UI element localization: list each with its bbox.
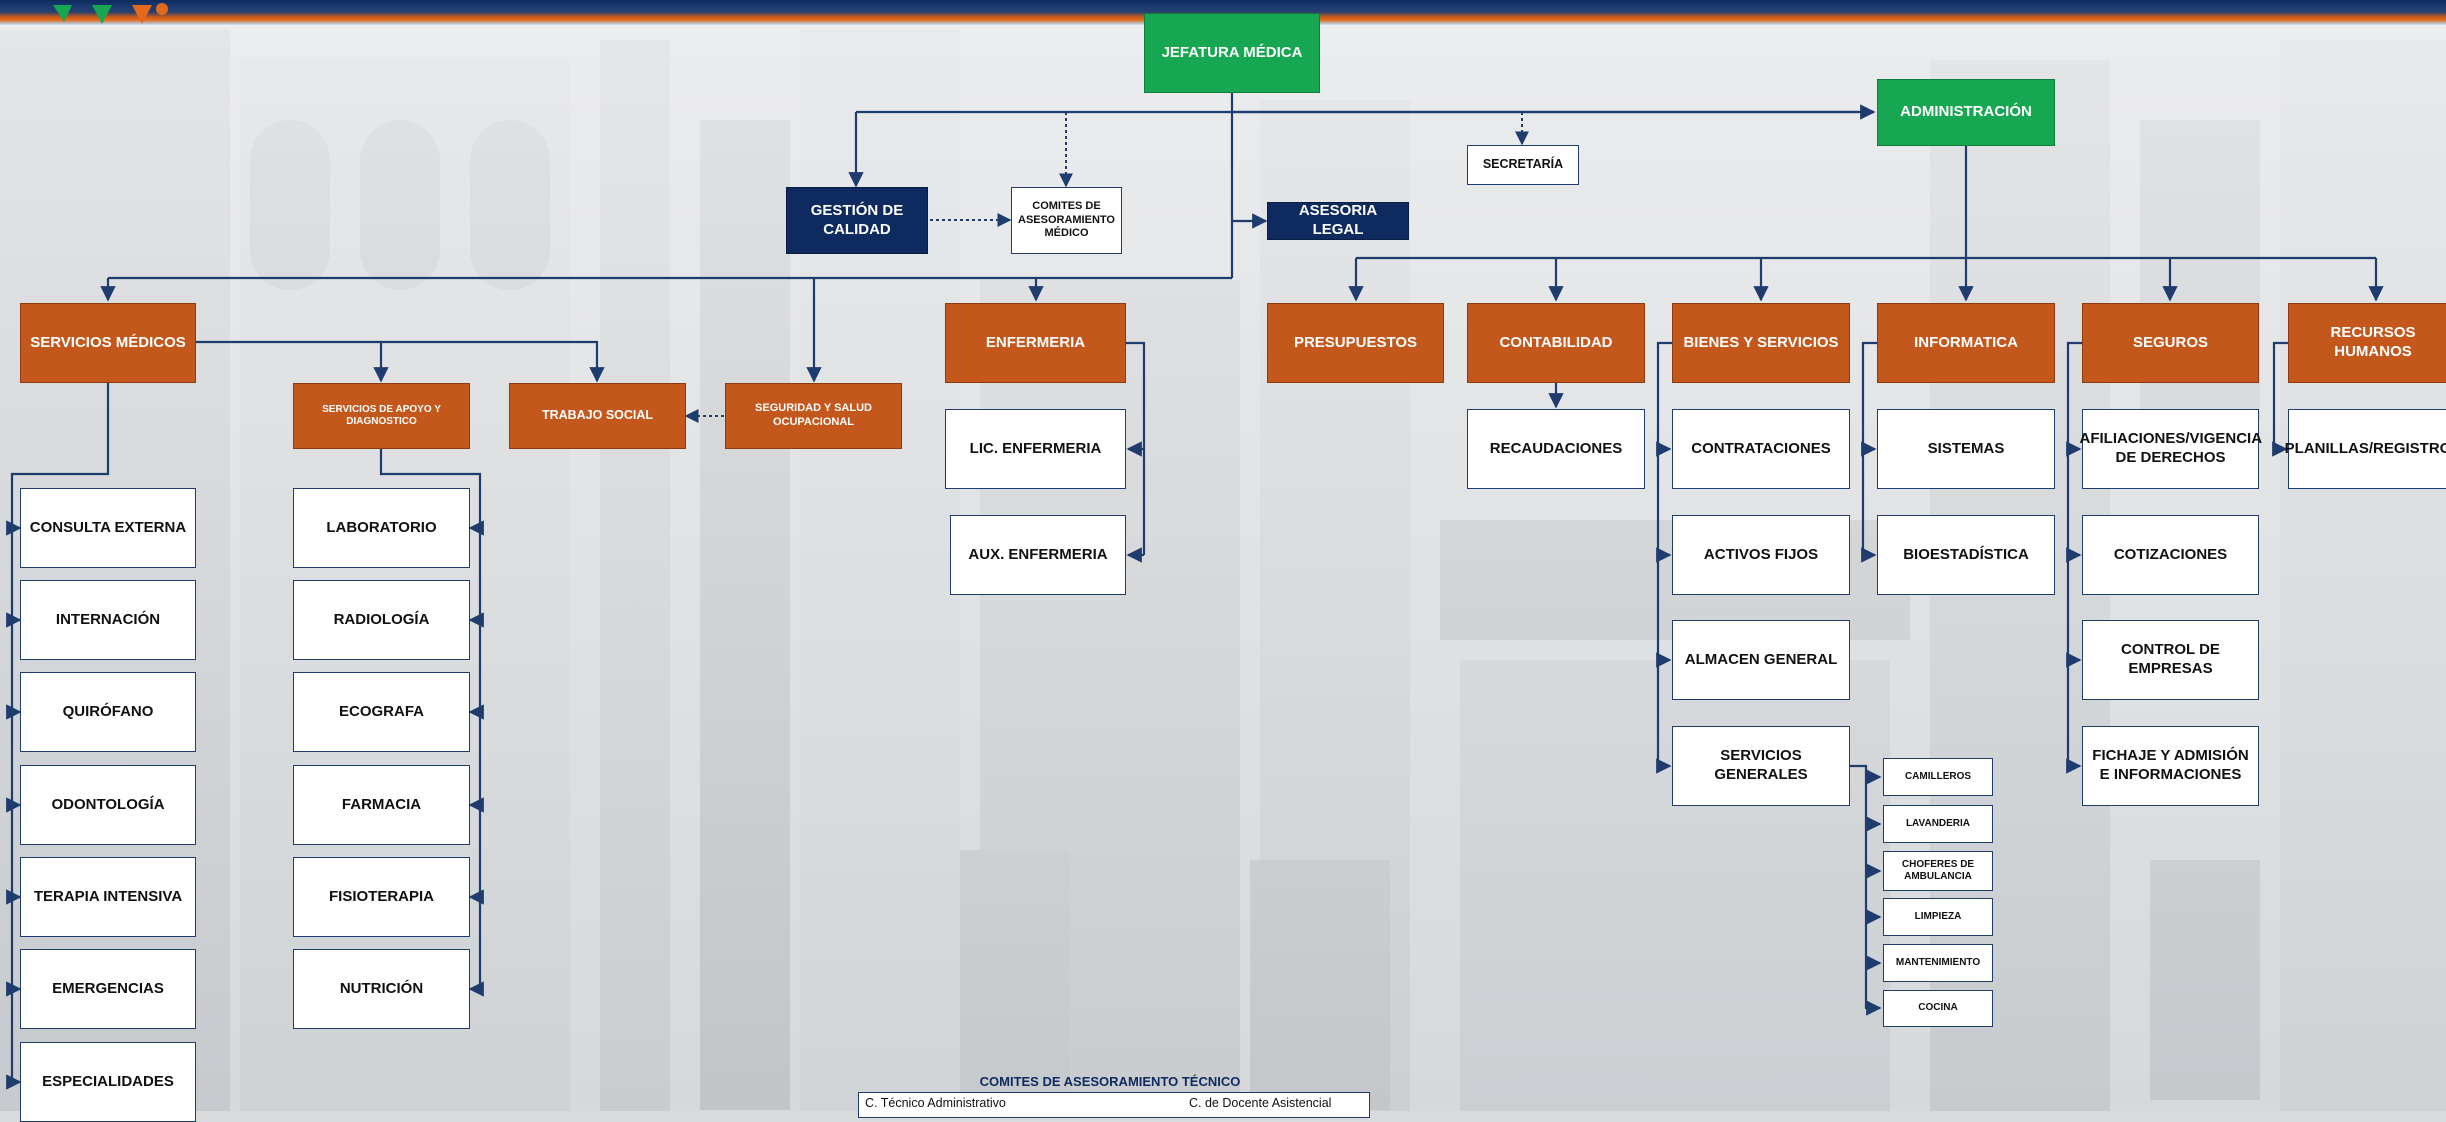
servicios-generales-item: CAMILLEROS [1883, 758, 1993, 796]
servicios-apoyo-box: SERVICIOS DE APOYO Y DIAGNOSTICO [293, 383, 470, 449]
recursos-humanos-box: RECURSOS HUMANOS [2288, 303, 2446, 383]
asesoria-legal-box: ASESORIA LEGAL [1267, 202, 1409, 240]
legend-col2: C. de Docente Asistencial [1189, 1096, 1332, 1110]
apoyo-item: FARMACIA [293, 765, 470, 845]
enfermeria-box: ENFERMERIA [945, 303, 1126, 383]
servicios-generales-item: CHOFERES DE AMBULANCIA [1883, 851, 1993, 891]
informatica-item: SISTEMAS [1877, 409, 2055, 489]
contabilidad-item: RECAUDACIONES [1467, 409, 1645, 489]
comites-legend: COMITES DE ASESORAMIENTO TÉCNICO C. Técn… [850, 1074, 1370, 1118]
apoyo-item: LABORATORIO [293, 488, 470, 568]
rrhh-item: PLANILLAS/REGISTROS [2285, 409, 2446, 489]
seguros-item: AFILIACIONES/VIGENCIA DE DERECHOS [2080, 409, 2262, 489]
administracion-box: ADMINISTRACIÓN [1877, 79, 2055, 146]
seguros-item: FICHAJE Y ADMISIÓN E INFORMACIONES [2082, 726, 2259, 806]
jefatura-medica-box: JEFATURA MÉDICA [1144, 13, 1320, 93]
enfermeria-item: LIC. ENFERMERIA [945, 409, 1126, 489]
secretaria-box: SECRETARÍA [1467, 145, 1579, 185]
bienes-item: ALMACEN GENERAL [1672, 620, 1850, 700]
servicios-generales-item: LAVANDERIA [1883, 805, 1993, 843]
servicio-medico-item: ODONTOLOGÍA [20, 765, 196, 845]
servicio-medico-item: EMERGENCIAS [20, 949, 196, 1029]
seguros-item: CONTROL DE EMPRESAS [2082, 620, 2259, 700]
servicios-medicos-box: SERVICIOS MÉDICOS [20, 303, 196, 383]
gestion-calidad-box: GESTIÓN DE CALIDAD [786, 187, 928, 254]
servicio-medico-item: QUIRÓFANO [20, 672, 196, 752]
trabajo-social-box: TRABAJO SOCIAL [509, 383, 686, 449]
contabilidad-box: CONTABILIDAD [1467, 303, 1645, 383]
seguros-item: COTIZACIONES [2082, 515, 2259, 595]
bienes-item: ACTIVOS FIJOS [1672, 515, 1850, 595]
servicio-medico-item: TERAPIA INTENSIVA [20, 857, 196, 937]
bienes-item: CONTRATACIONES [1672, 409, 1850, 489]
servicio-medico-item: INTERNACIÓN [20, 580, 196, 660]
apoyo-item: NUTRICIÓN [293, 949, 470, 1029]
servicios-generales-item: LIMPIEZA [1883, 898, 1993, 936]
apoyo-item: ECOGRAFA [293, 672, 470, 752]
informatica-item: BIOESTADÍSTICA [1877, 515, 2055, 595]
informatica-box: INFORMATICA [1877, 303, 2055, 383]
institution-logo-icon [53, 3, 168, 24]
comites-asesoramiento-box: COMITES DE ASESORAMIENTO MÉDICO [1011, 187, 1122, 254]
servicios-generales-item: COCINA [1883, 990, 1993, 1027]
servicios-generales-item: MANTENIMIENTO [1883, 944, 1993, 982]
enfermeria-item: AUX. ENFERMERIA [950, 515, 1126, 595]
seguros-box: SEGUROS [2082, 303, 2259, 383]
servicio-medico-item: ESPECIALIDADES [20, 1042, 196, 1122]
legend-table: C. Técnico Administrativo C. de Docente … [858, 1092, 1370, 1118]
legend-col1: C. Técnico Administrativo [865, 1096, 1006, 1110]
apoyo-item: RADIOLOGÍA [293, 580, 470, 660]
bienes-servicios-box: BIENES Y SERVICIOS [1672, 303, 1850, 383]
legend-title: COMITES DE ASESORAMIENTO TÉCNICO [979, 1074, 1241, 1089]
servicio-medico-item: CONSULTA EXTERNA [20, 488, 196, 568]
presupuestos-box: PRESUPUESTOS [1267, 303, 1444, 383]
apoyo-item: FISIOTERAPIA [293, 857, 470, 937]
seguridad-salud-box: SEGURIDAD Y SALUD OCUPACIONAL [725, 383, 902, 449]
bienes-item: SERVICIOS GENERALES [1672, 726, 1850, 806]
